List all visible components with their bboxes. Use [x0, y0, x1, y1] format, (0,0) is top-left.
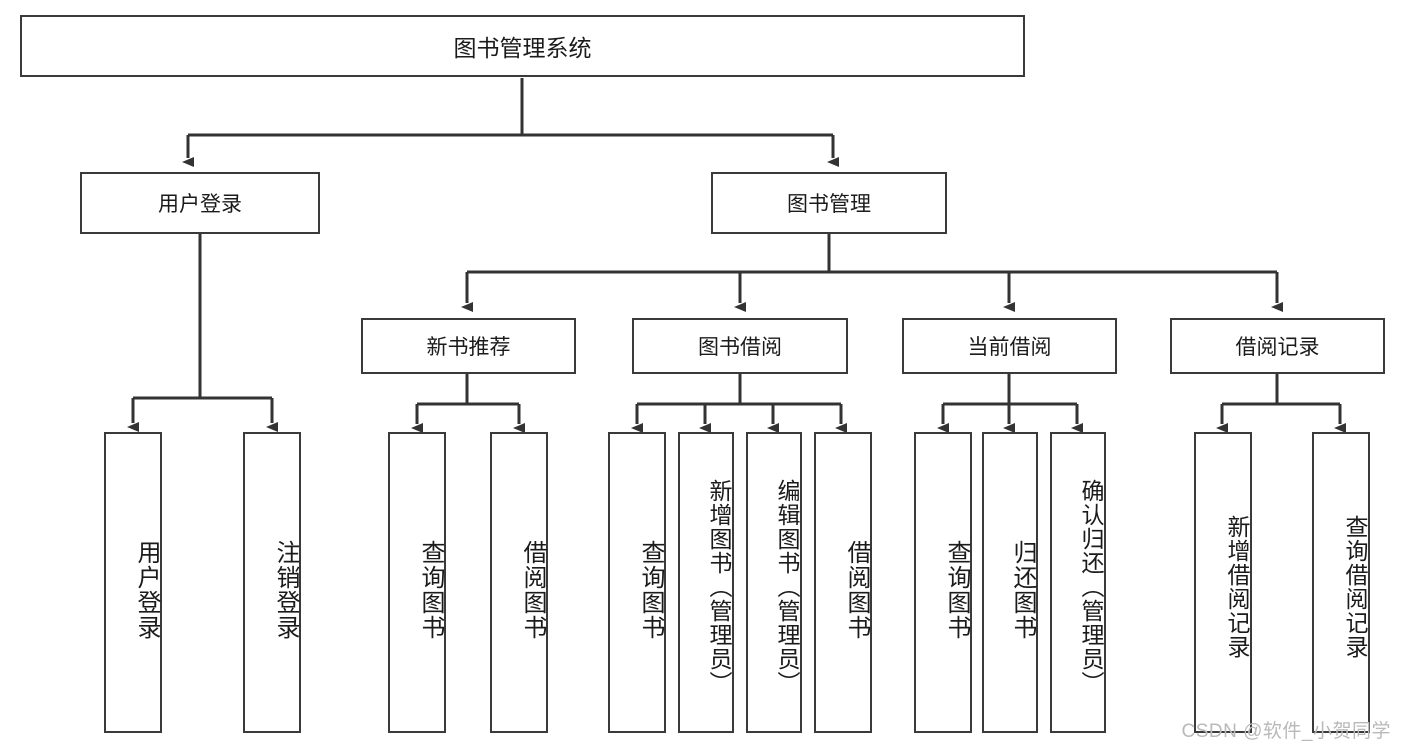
node-leaf-return-book-label: 归还图书	[1009, 539, 1036, 640]
node-new-book-recommend[interactable]: 新书推荐	[361, 318, 576, 374]
node-leaf-borrow-book-2-label: 借阅图书	[843, 539, 870, 640]
node-leaf-user-login-label: 用户登录	[133, 539, 160, 640]
node-book-borrow-label: 图书借阅	[698, 336, 782, 359]
node-borrow-record[interactable]: 借阅记录	[1170, 318, 1385, 374]
node-user-login[interactable]: 用户登录	[80, 172, 320, 234]
node-leaf-add-record[interactable]: 新增借阅记录	[1194, 432, 1252, 733]
node-leaf-confirm-return-label: 确认归还（管理员）	[1078, 478, 1104, 695]
node-leaf-add-book-admin-label: 新增图书（管理员）	[706, 478, 732, 695]
node-leaf-query-book-2[interactable]: 查询图书	[608, 432, 666, 733]
node-leaf-logout-login[interactable]: 注销登录	[243, 432, 301, 733]
node-book-manage-label: 图书管理	[787, 193, 871, 216]
node-leaf-query-book-3-label: 查询图书	[943, 539, 970, 640]
node-leaf-query-book-1-label: 查询图书	[417, 539, 444, 640]
node-leaf-logout-login-label: 注销登录	[272, 539, 299, 640]
node-leaf-query-book-1[interactable]: 查询图书	[388, 432, 446, 733]
node-leaf-edit-book-admin[interactable]: 编辑图书（管理员）	[746, 432, 802, 733]
node-new-book-recommend-label: 新书推荐	[426, 336, 511, 359]
csdn-watermark: CSDN @软件_小贺同学	[1181, 721, 1391, 742]
node-leaf-return-book[interactable]: 归还图书	[982, 432, 1038, 733]
node-leaf-confirm-return[interactable]: 确认归还（管理员）	[1050, 432, 1106, 733]
node-leaf-user-login[interactable]: 用户登录	[104, 432, 162, 733]
node-root[interactable]: 图书管理系统	[20, 15, 1025, 77]
node-current-borrow[interactable]: 当前借阅	[902, 318, 1117, 374]
node-book-borrow[interactable]: 图书借阅	[632, 318, 848, 374]
node-leaf-add-record-label: 新增借阅记录	[1224, 514, 1250, 659]
node-root-label: 图书管理系统	[453, 35, 592, 61]
node-leaf-borrow-book-1-label: 借阅图书	[519, 539, 546, 640]
node-current-borrow-label: 当前借阅	[967, 336, 1052, 359]
node-leaf-add-book-admin[interactable]: 新增图书（管理员）	[678, 432, 734, 733]
node-leaf-edit-book-admin-label: 编辑图书（管理员）	[774, 478, 800, 695]
node-borrow-record-label: 借阅记录	[1235, 336, 1320, 359]
node-leaf-query-book-3[interactable]: 查询图书	[914, 432, 972, 733]
node-leaf-borrow-book-1[interactable]: 借阅图书	[490, 432, 548, 733]
node-leaf-query-record[interactable]: 查询借阅记录	[1312, 432, 1370, 733]
node-leaf-query-record-label: 查询借阅记录	[1342, 514, 1368, 659]
node-user-login-label: 用户登录	[158, 193, 242, 216]
node-book-manage[interactable]: 图书管理	[711, 172, 947, 234]
node-leaf-query-book-2-label: 查询图书	[637, 539, 664, 640]
node-leaf-borrow-book-2[interactable]: 借阅图书	[814, 432, 872, 733]
